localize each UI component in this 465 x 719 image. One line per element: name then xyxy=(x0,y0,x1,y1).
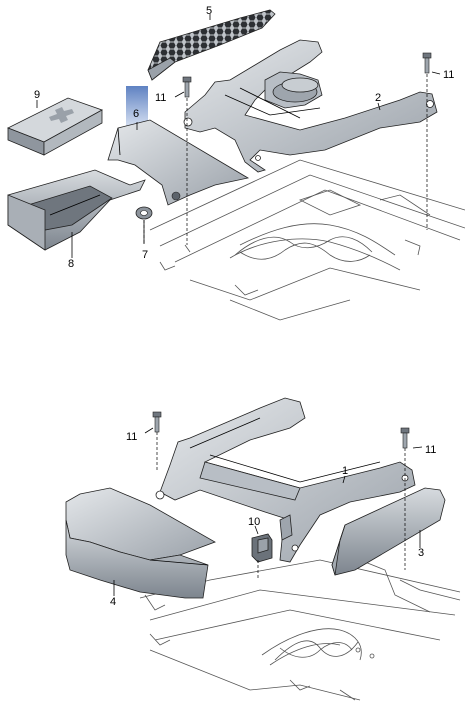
callout-7: 7 xyxy=(142,249,148,261)
callout-11-bottom-right: 11 xyxy=(425,444,436,456)
storage-compartment-part-4 xyxy=(65,487,216,599)
callout-5: 5 xyxy=(206,5,212,17)
bolt-part-11-top-right xyxy=(422,52,432,74)
bottom-assembly xyxy=(65,397,461,701)
callout-1: 1 xyxy=(342,465,348,477)
first-aid-kit-part-9 xyxy=(7,97,103,156)
top-assembly xyxy=(7,9,465,321)
washer-part-7 xyxy=(135,206,153,220)
cover-part-3 xyxy=(331,487,446,576)
floor-pan-top xyxy=(149,159,465,321)
callout-6: 6 xyxy=(133,108,139,120)
callout-8: 8 xyxy=(68,258,74,270)
bolt-part-11-bottom-left xyxy=(152,411,162,433)
bolt-part-11-bottom-right xyxy=(400,427,410,449)
callout-11-top-left: 11 xyxy=(155,92,166,104)
callout-labels: 5 9 6 11 2 11 7 8 11 1 11 10 3 4 xyxy=(34,5,454,608)
clip-part-10 xyxy=(251,533,273,563)
storage-tray-part-8 xyxy=(7,169,146,251)
seat-frame-part-2 xyxy=(183,39,438,173)
callout-11-bottom-left: 11 xyxy=(126,431,137,443)
callout-2: 2 xyxy=(375,92,381,104)
bolt-part-11-top-left xyxy=(182,76,192,98)
cover-part-6 xyxy=(107,86,250,206)
callout-11-top-right: 11 xyxy=(443,69,454,81)
callout-4: 4 xyxy=(110,596,116,608)
mesh-cover-part-5 xyxy=(147,9,276,81)
seat-frame-part-1 xyxy=(155,397,416,563)
callout-9: 9 xyxy=(34,89,40,101)
callout-3: 3 xyxy=(418,547,424,559)
callout-10: 10 xyxy=(248,516,260,528)
